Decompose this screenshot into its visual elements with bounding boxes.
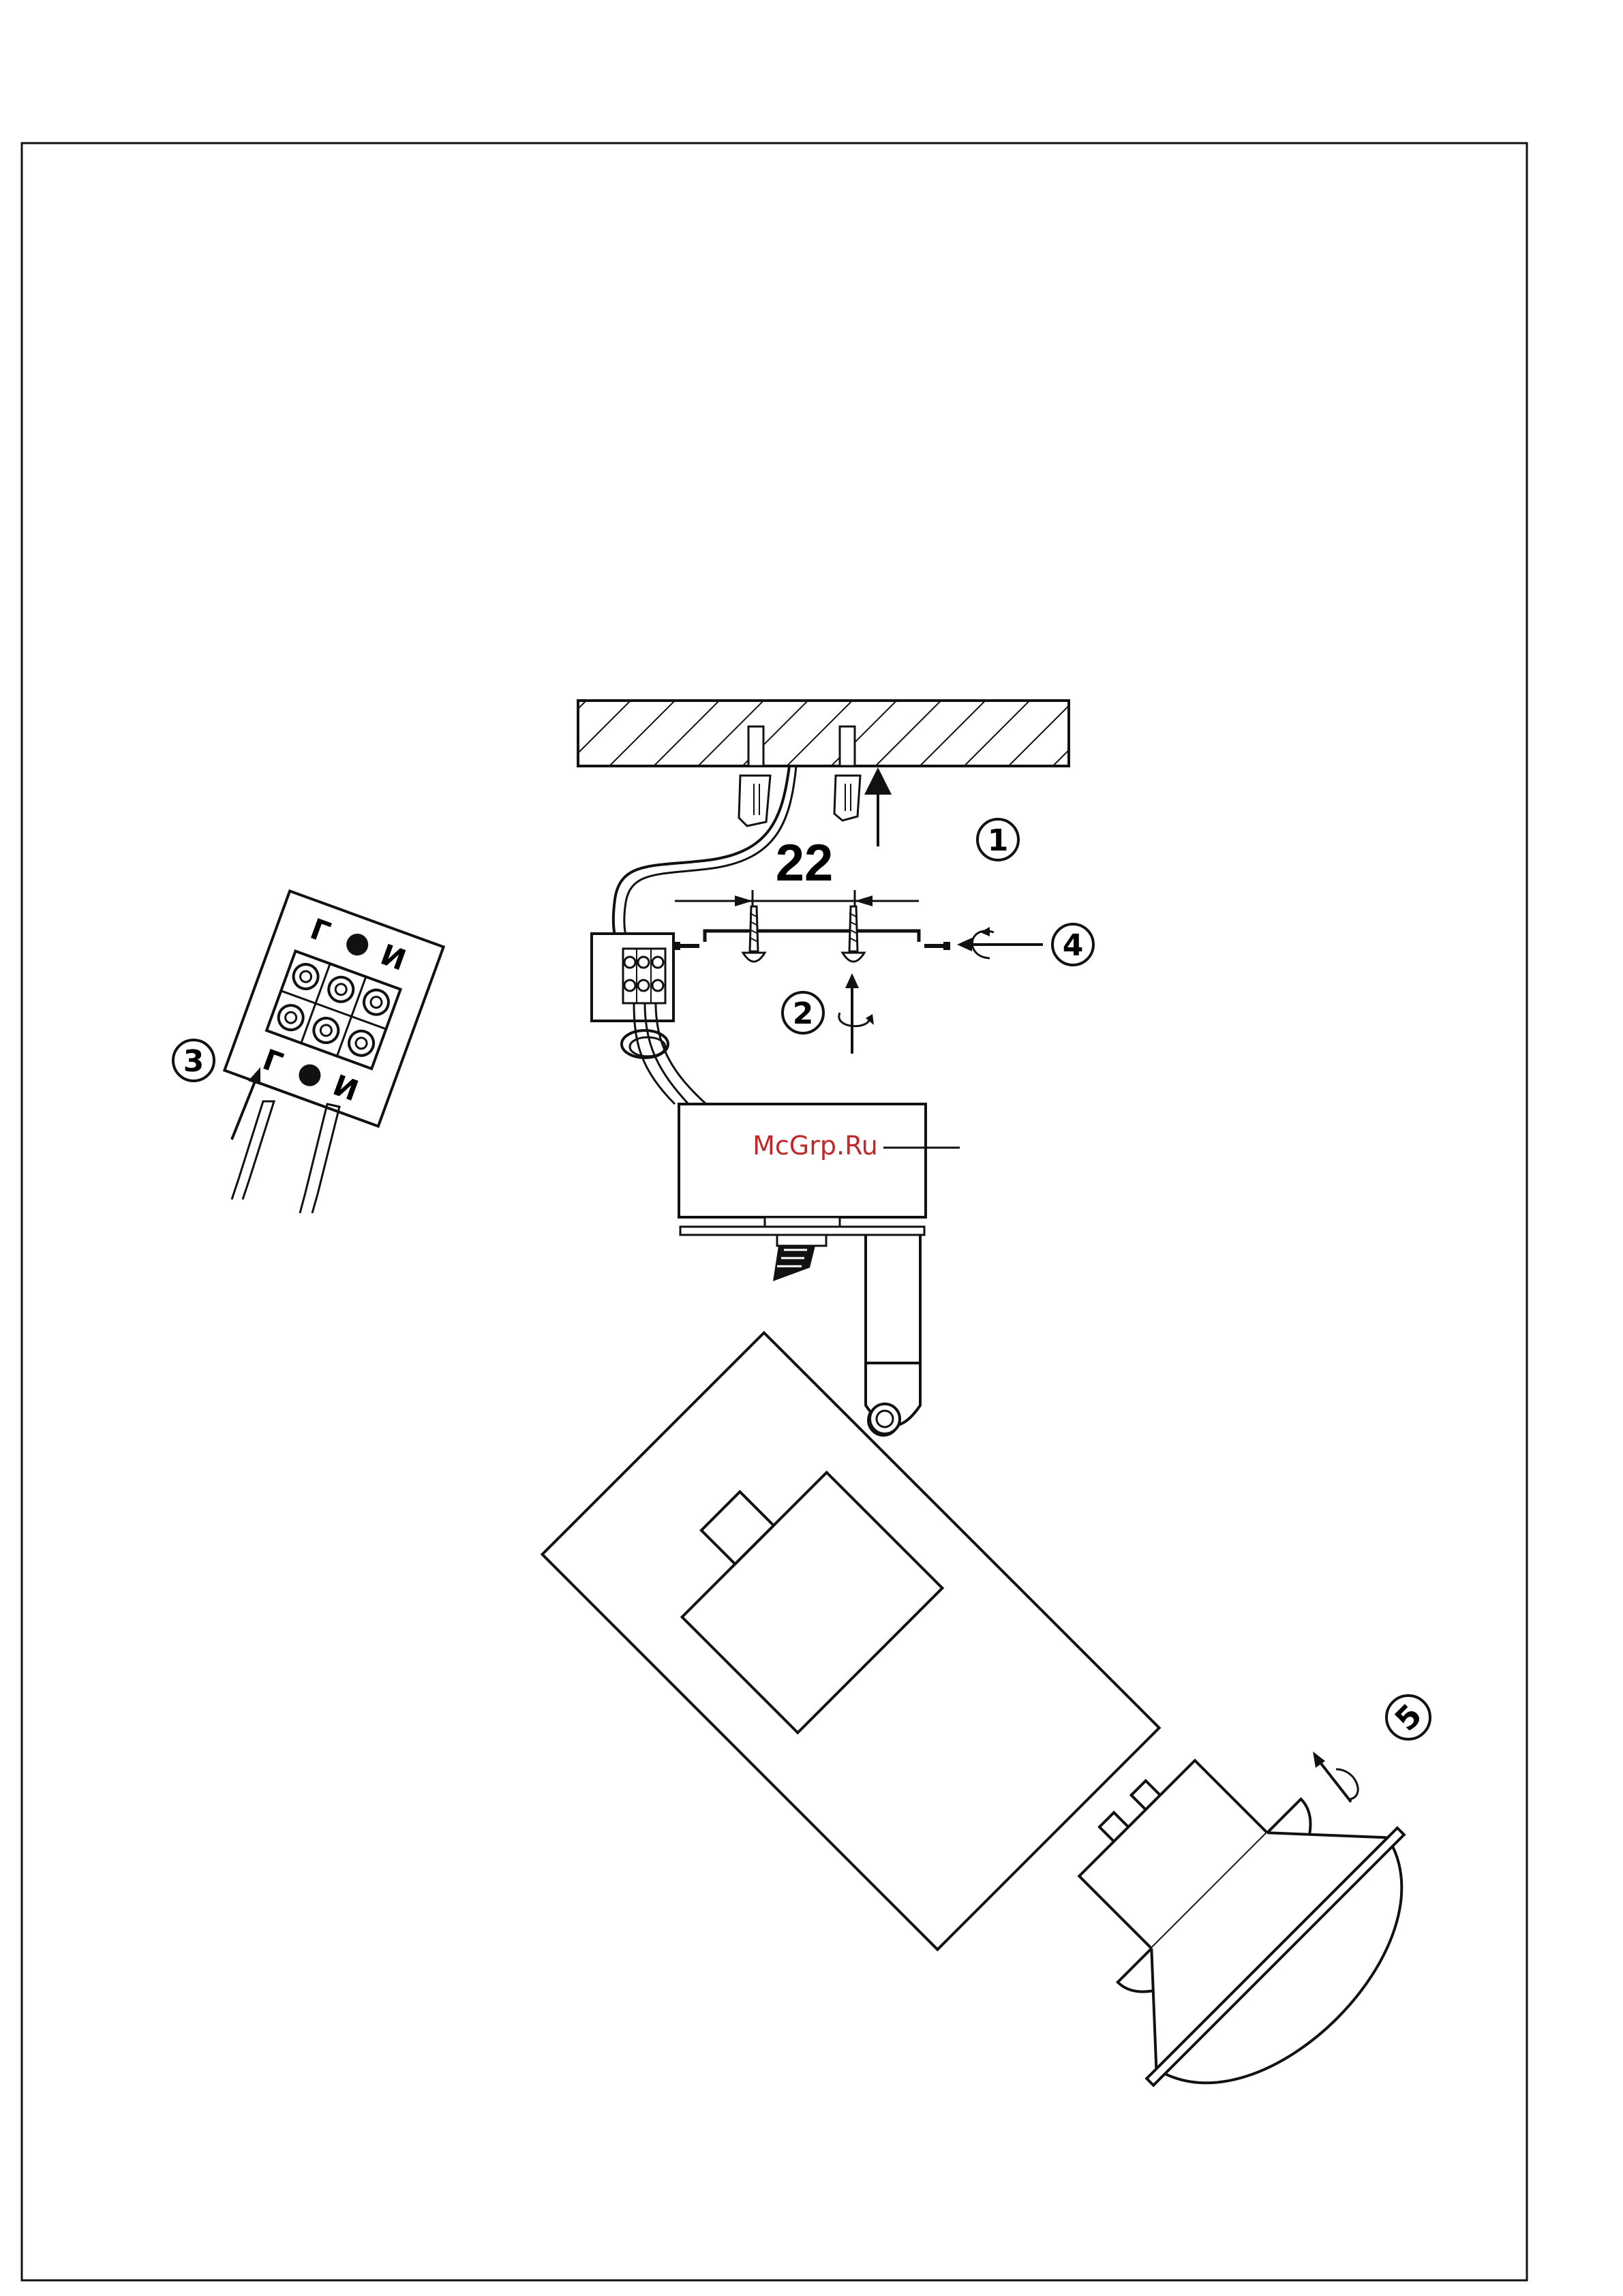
wall-plug-left [739,776,770,826]
step-2-marker: 2 [783,973,874,1054]
watermark: McGrp.Ru [753,1131,878,1161]
arm-joint [866,1363,920,1434]
step-4-label: 4 [1063,928,1084,963]
fixture-base-box: McGrp.Ru [679,1104,960,1235]
mounting-bracket [673,931,950,950]
ceiling [578,701,1069,766]
dimension-label: 22 [776,834,834,892]
step-1-marker: 1 [977,819,1018,860]
wall-plug-right [834,776,860,821]
terminal-block-small [592,934,673,1021]
step-3-label: 3 [183,1044,204,1079]
step-1-label: 1 [988,823,1009,858]
swivel-joint [773,1235,826,1281]
terminal-block-detail: Г И Г И [224,891,443,1126]
step-3-marker: 3 [173,1040,214,1081]
step-2-label: 2 [793,996,814,1031]
lamp-housing [543,1333,1159,1950]
mounting-screw-left [743,906,765,962]
dimension-22: 22 [675,834,919,915]
step-4-marker: 4 [957,924,1093,965]
mounting-screw-right [843,906,864,962]
step-5-marker: 5 [1313,1696,1430,1802]
